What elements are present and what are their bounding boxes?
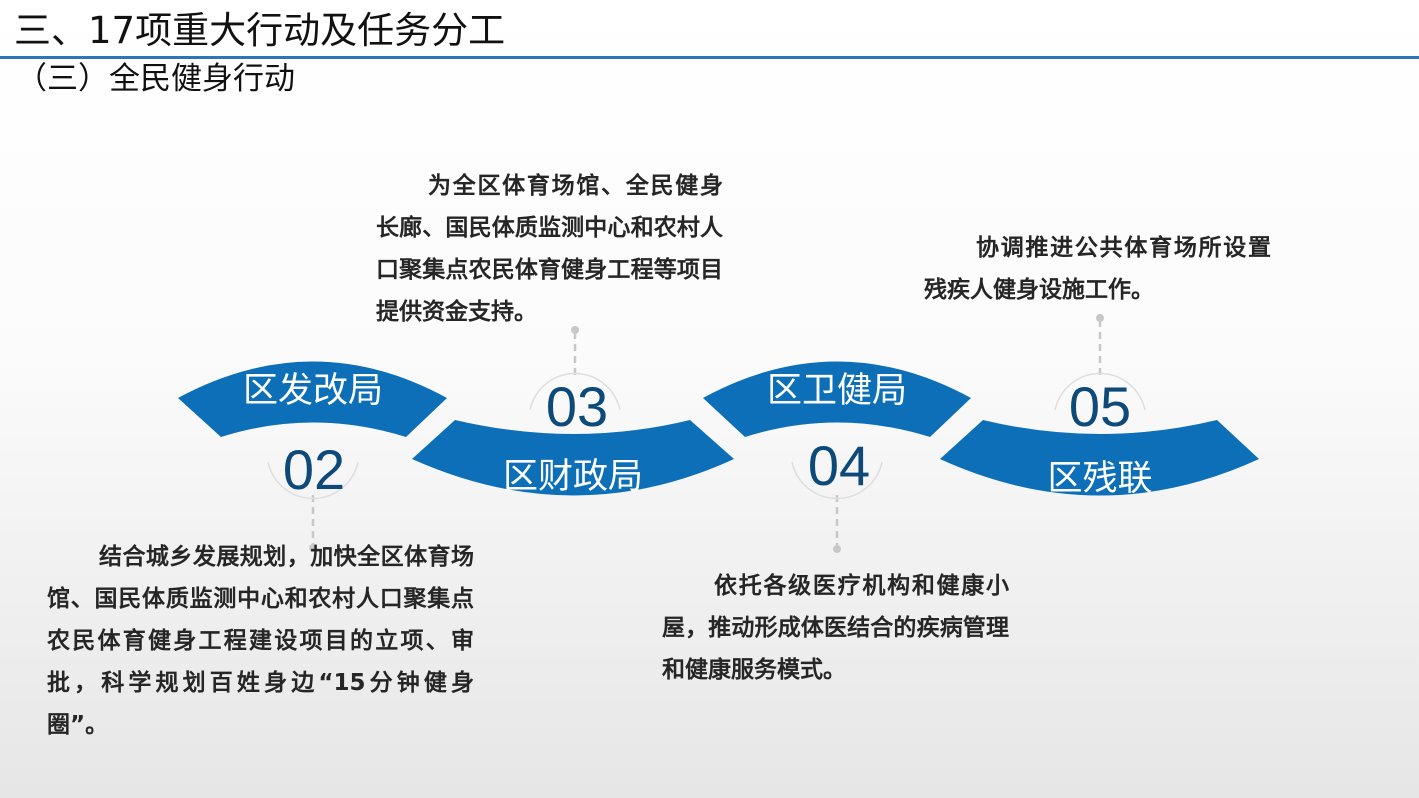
arrow-shape-05 <box>940 420 1259 496</box>
number-ring-03 <box>529 372 621 411</box>
step-label-05: 区残联 <box>1047 459 1152 499</box>
step-number-05: 05 <box>1069 375 1131 438</box>
number-ring-04 <box>791 461 883 500</box>
arrow-shape-02 <box>178 361 447 437</box>
connector-dot-02 <box>309 544 317 552</box>
number-ring-05 <box>1054 372 1146 411</box>
arrow-shape-04 <box>703 361 971 437</box>
step-number-02: 02 <box>283 438 345 501</box>
connector-dot-04 <box>833 545 841 553</box>
step-number-03: 03 <box>546 375 608 438</box>
step-description-02: 结合城乡发展规划，加快全区体育场馆、国民体质监测中心和农村人口聚集点农民体育健身… <box>47 544 474 738</box>
step-description-05: 协调推进公共体育场所设置残疾人健身设施工作。 <box>924 235 1271 303</box>
step-label-04: 区卫健局 <box>767 371 907 411</box>
arrow-shape-03 <box>412 420 734 496</box>
step-label-02: 区发改局 <box>243 371 383 411</box>
number-ring-02 <box>267 461 359 500</box>
step-description-03: 为全区体育场馆、全民健身长廊、国民体质监测中心和农村人口聚集点农民体育健身工程等… <box>376 173 723 325</box>
page-title: 三、17项重大行动及任务分工 <box>14 9 506 52</box>
connector-dot-03 <box>571 326 579 334</box>
connector-dot-05 <box>1096 314 1104 322</box>
step-description-04: 依托各级医疗机构和健康小屋，推动形成体医结合的疾病管理和健康服务模式。 <box>662 573 1009 683</box>
step-number-04: 04 <box>808 434 870 497</box>
title-divider <box>0 56 1419 59</box>
step-label-03: 区财政局 <box>503 457 643 497</box>
section-subtitle: （三）全民健身行动 <box>16 61 295 97</box>
